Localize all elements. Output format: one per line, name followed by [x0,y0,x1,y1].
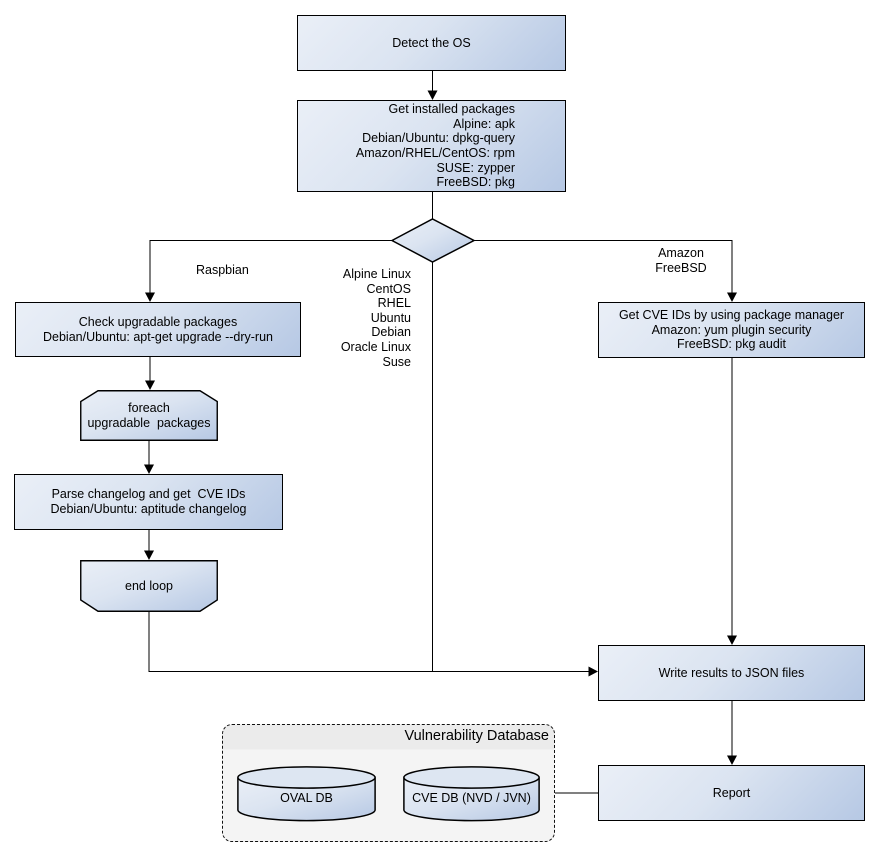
database-cylinder-icon [237,766,376,822]
node-report-label: Report [712,785,751,800]
loop-end-shape [80,560,218,612]
node-write-results-label: Write results to JSON files [658,665,805,680]
node-parse-changelog: Parse changelog and get CVE IDs Debian/U… [14,474,283,530]
loop-start-shape [80,390,218,441]
edge-decision-to-getcve [474,239,733,293]
edge-label-raspbian: Raspbian [196,263,249,277]
edge-label-amazon-freebsd: Amazon FreeBSD [655,246,707,275]
edge-endloop-to-write [148,612,589,673]
cve-db-cylinder: CVE DB (NVD / JVN) [403,766,540,822]
oval-db-cylinder: OVAL DB [237,766,376,822]
node-check-upgradable-label: Check upgradable packages Debian/Ubuntu:… [43,314,273,344]
node-check-upgradable: Check upgradable packages Debian/Ubuntu:… [15,302,301,357]
edge-decision-to-check [149,239,392,293]
node-detect-os: Detect the OS [297,15,566,71]
database-cylinder-icon [403,766,540,822]
node-write-results: Write results to JSON files [598,645,865,701]
oval-db-label: OVAL DB [280,791,333,805]
arrowheads [144,90,737,765]
node-report: Report [598,765,865,821]
node-foreach-loop: foreach upgradable packages [80,390,218,441]
os-decision-diamond [390,218,476,263]
node-parse-changelog-label: Parse changelog and get CVE IDs Debian/U… [50,487,247,516]
node-foreach-loop-label: foreach upgradable packages [87,401,211,430]
node-get-cve-ids: Get CVE IDs by using package manager Ama… [598,302,865,358]
node-get-cve-ids-label: Get CVE IDs by using package manager Ama… [618,308,845,352]
node-end-loop: end loop [80,560,218,612]
node-end-loop-label: end loop [125,579,173,593]
node-get-installed-packages-label: Get installed packages Alpine: apk Debia… [355,102,515,190]
vulnerability-database-title: Vulnerability Database [404,728,549,744]
node-get-installed-packages: Get installed packages Alpine: apk Debia… [297,100,566,192]
cve-db-label: CVE DB (NVD / JVN) [412,791,531,805]
edge-label-os-list: Alpine Linux CentOS RHEL Ubuntu Debian O… [340,267,411,369]
node-detect-os-label: Detect the OS [392,35,471,50]
